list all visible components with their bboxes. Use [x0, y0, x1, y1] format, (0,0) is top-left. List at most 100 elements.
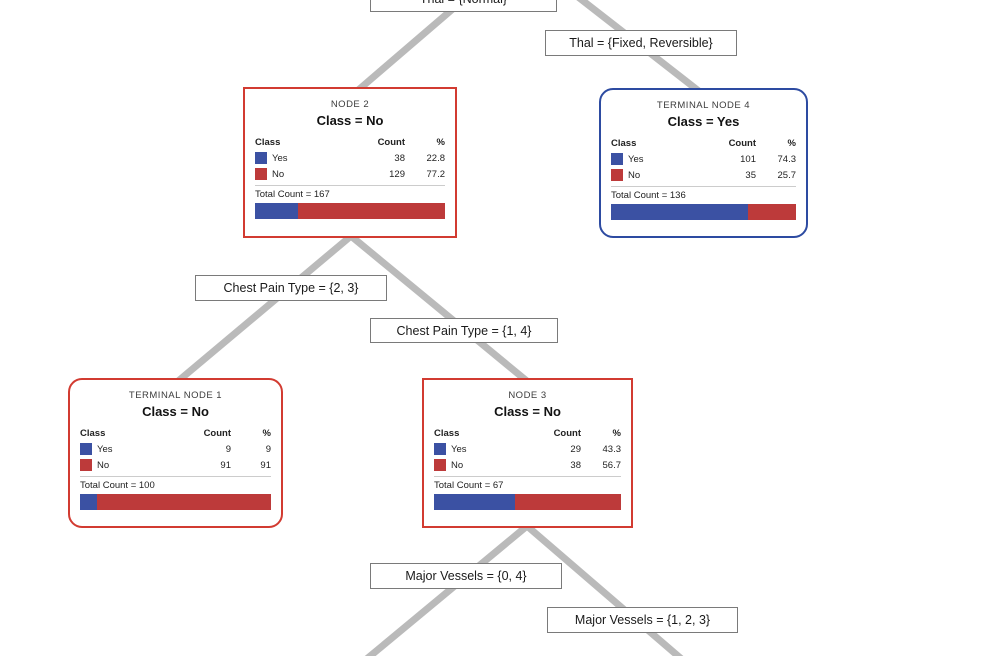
edge-label-major-vessels-1-2-3: Major Vessels = {1, 2, 3} — [547, 607, 738, 633]
no-color-swatch — [434, 459, 446, 471]
yes-color-swatch — [255, 152, 267, 164]
row-count: 129 — [389, 168, 405, 180]
node-predicted-class: Class = Yes — [667, 114, 740, 129]
table-row: No 35 25.7 — [611, 169, 796, 181]
header-pct: % — [262, 428, 271, 439]
node-predicted-class: Class = No — [494, 404, 561, 419]
edge-label-chest-pain-2-3: Chest Pain Type = {2, 3} — [195, 275, 387, 301]
class-table: Class Count % Yes 38 22.8 No 129 77.2 — [255, 137, 445, 180]
edge-root-to-terminal4 — [576, 0, 703, 95]
row-count: 29 — [570, 443, 581, 455]
row-count: 9 — [225, 443, 231, 455]
row-pct: 9 — [265, 443, 271, 455]
table-row: Yes 101 74.3 — [611, 153, 796, 165]
row-label: No — [628, 169, 641, 181]
row-count: 35 — [745, 169, 756, 181]
edge-node3-to-right-child — [524, 523, 684, 656]
bar-no-segment — [748, 204, 796, 220]
edge-label-text: Chest Pain Type = {2, 3} — [223, 281, 359, 295]
node-title: TERMINAL NODE 1 — [128, 390, 223, 401]
header-count: Count — [203, 428, 231, 439]
header-count: Count — [553, 428, 581, 439]
edge-label-text: Thal = {Normal} — [420, 0, 507, 6]
edge-label-text: Major Vessels = {0, 4} — [405, 569, 527, 583]
class-table: Class Count % Yes 29 43.3 No 38 56.7 — [434, 428, 621, 471]
header-pct: % — [436, 137, 445, 148]
total-count-label: Total Count = 167 — [255, 185, 445, 200]
node-title: NODE 2 — [330, 99, 370, 110]
edge-label-text: Chest Pain Type = {1, 4} — [396, 323, 532, 338]
row-label: No — [451, 459, 464, 471]
edge-label-chest-pain-1-4: Chest Pain Type = {1, 4} — [370, 318, 558, 343]
bar-no-segment — [298, 203, 445, 219]
row-count: 91 — [220, 459, 231, 471]
node-predicted-class: Class = No — [316, 113, 384, 128]
edge-node3-to-left-child — [364, 523, 530, 656]
row-label: Yes — [451, 443, 467, 455]
edge-node2-to-node3 — [348, 233, 531, 385]
row-label: Yes — [628, 153, 644, 165]
header-pct: % — [787, 138, 796, 149]
total-count-label: Total Count = 67 — [434, 476, 621, 491]
table-row: Yes 29 43.3 — [434, 443, 621, 455]
header-class: Class — [80, 428, 106, 439]
row-label: Yes — [272, 152, 288, 164]
header-class: Class — [434, 428, 460, 439]
table-row: Yes 38 22.8 — [255, 152, 445, 164]
class-table: Class Count % Yes 101 74.3 No 35 25.7 — [611, 138, 796, 181]
edge-root-to-node2 — [353, 0, 469, 95]
bar-no-segment — [97, 494, 271, 510]
bar-yes-segment — [255, 203, 299, 219]
row-count: 38 — [394, 152, 405, 164]
row-pct: 43.3 — [602, 443, 622, 455]
row-label: No — [97, 459, 110, 471]
table-row: No 129 77.2 — [255, 168, 445, 180]
row-pct: 77.2 — [426, 168, 446, 180]
row-pct: 56.7 — [602, 459, 622, 471]
table-header-row: Class Count % — [611, 138, 796, 149]
total-count-label: Total Count = 136 — [611, 186, 796, 201]
row-pct: 91 — [260, 459, 271, 471]
bar-yes-segment — [611, 204, 749, 220]
tree-terminal-node-4[interactable]: TERMINAL NODE 4 Class = Yes Class Count … — [599, 88, 808, 238]
yes-color-swatch — [80, 443, 92, 455]
header-class: Class — [611, 138, 637, 149]
class-distribution-bar — [611, 204, 796, 220]
row-pct: 25.7 — [777, 169, 797, 181]
node-title: NODE 3 — [508, 390, 547, 401]
total-count-label: Total Count = 100 — [80, 476, 271, 491]
tree-node-2[interactable]: NODE 2 Class = No Class Count % Yes 38 2… — [243, 87, 457, 238]
row-pct: 22.8 — [426, 152, 446, 164]
table-row: No 91 91 — [80, 459, 271, 471]
bar-yes-segment — [434, 494, 515, 510]
edge-label-thal-fixed-reversible: Thal = {Fixed, Reversible} — [545, 30, 737, 56]
tree-terminal-node-1[interactable]: TERMINAL NODE 1 Class = No Class Count %… — [68, 378, 283, 528]
yes-color-swatch — [434, 443, 446, 455]
class-distribution-bar — [80, 494, 271, 510]
table-row: No 38 56.7 — [434, 459, 621, 471]
table-header-row: Class Count % — [80, 428, 271, 439]
row-label: No — [272, 168, 285, 180]
bar-no-segment — [514, 494, 621, 510]
row-count: 38 — [570, 459, 581, 471]
class-distribution-bar — [434, 494, 621, 510]
header-count: Count — [377, 137, 405, 148]
header-class: Class — [255, 137, 281, 148]
row-count: 101 — [740, 153, 756, 165]
row-pct: 74.3 — [777, 153, 797, 165]
tree-node-3[interactable]: NODE 3 Class = No Class Count % Yes 29 4… — [422, 378, 633, 528]
bar-yes-segment — [80, 494, 98, 510]
class-table: Class Count % Yes 9 9 No 91 91 — [80, 428, 271, 471]
edge-node2-to-terminal1 — [174, 233, 354, 385]
edge-label-major-vessels-0-4: Major Vessels = {0, 4} — [370, 563, 562, 589]
edge-label-text: Thal = {Fixed, Reversible} — [569, 36, 713, 50]
table-header-row: Class Count % — [434, 428, 621, 439]
row-label: Yes — [97, 443, 113, 455]
class-distribution-bar — [255, 203, 445, 219]
node-title: TERMINAL NODE 4 — [656, 100, 751, 111]
no-color-swatch — [255, 168, 267, 180]
header-count: Count — [728, 138, 756, 149]
no-color-swatch — [80, 459, 92, 471]
